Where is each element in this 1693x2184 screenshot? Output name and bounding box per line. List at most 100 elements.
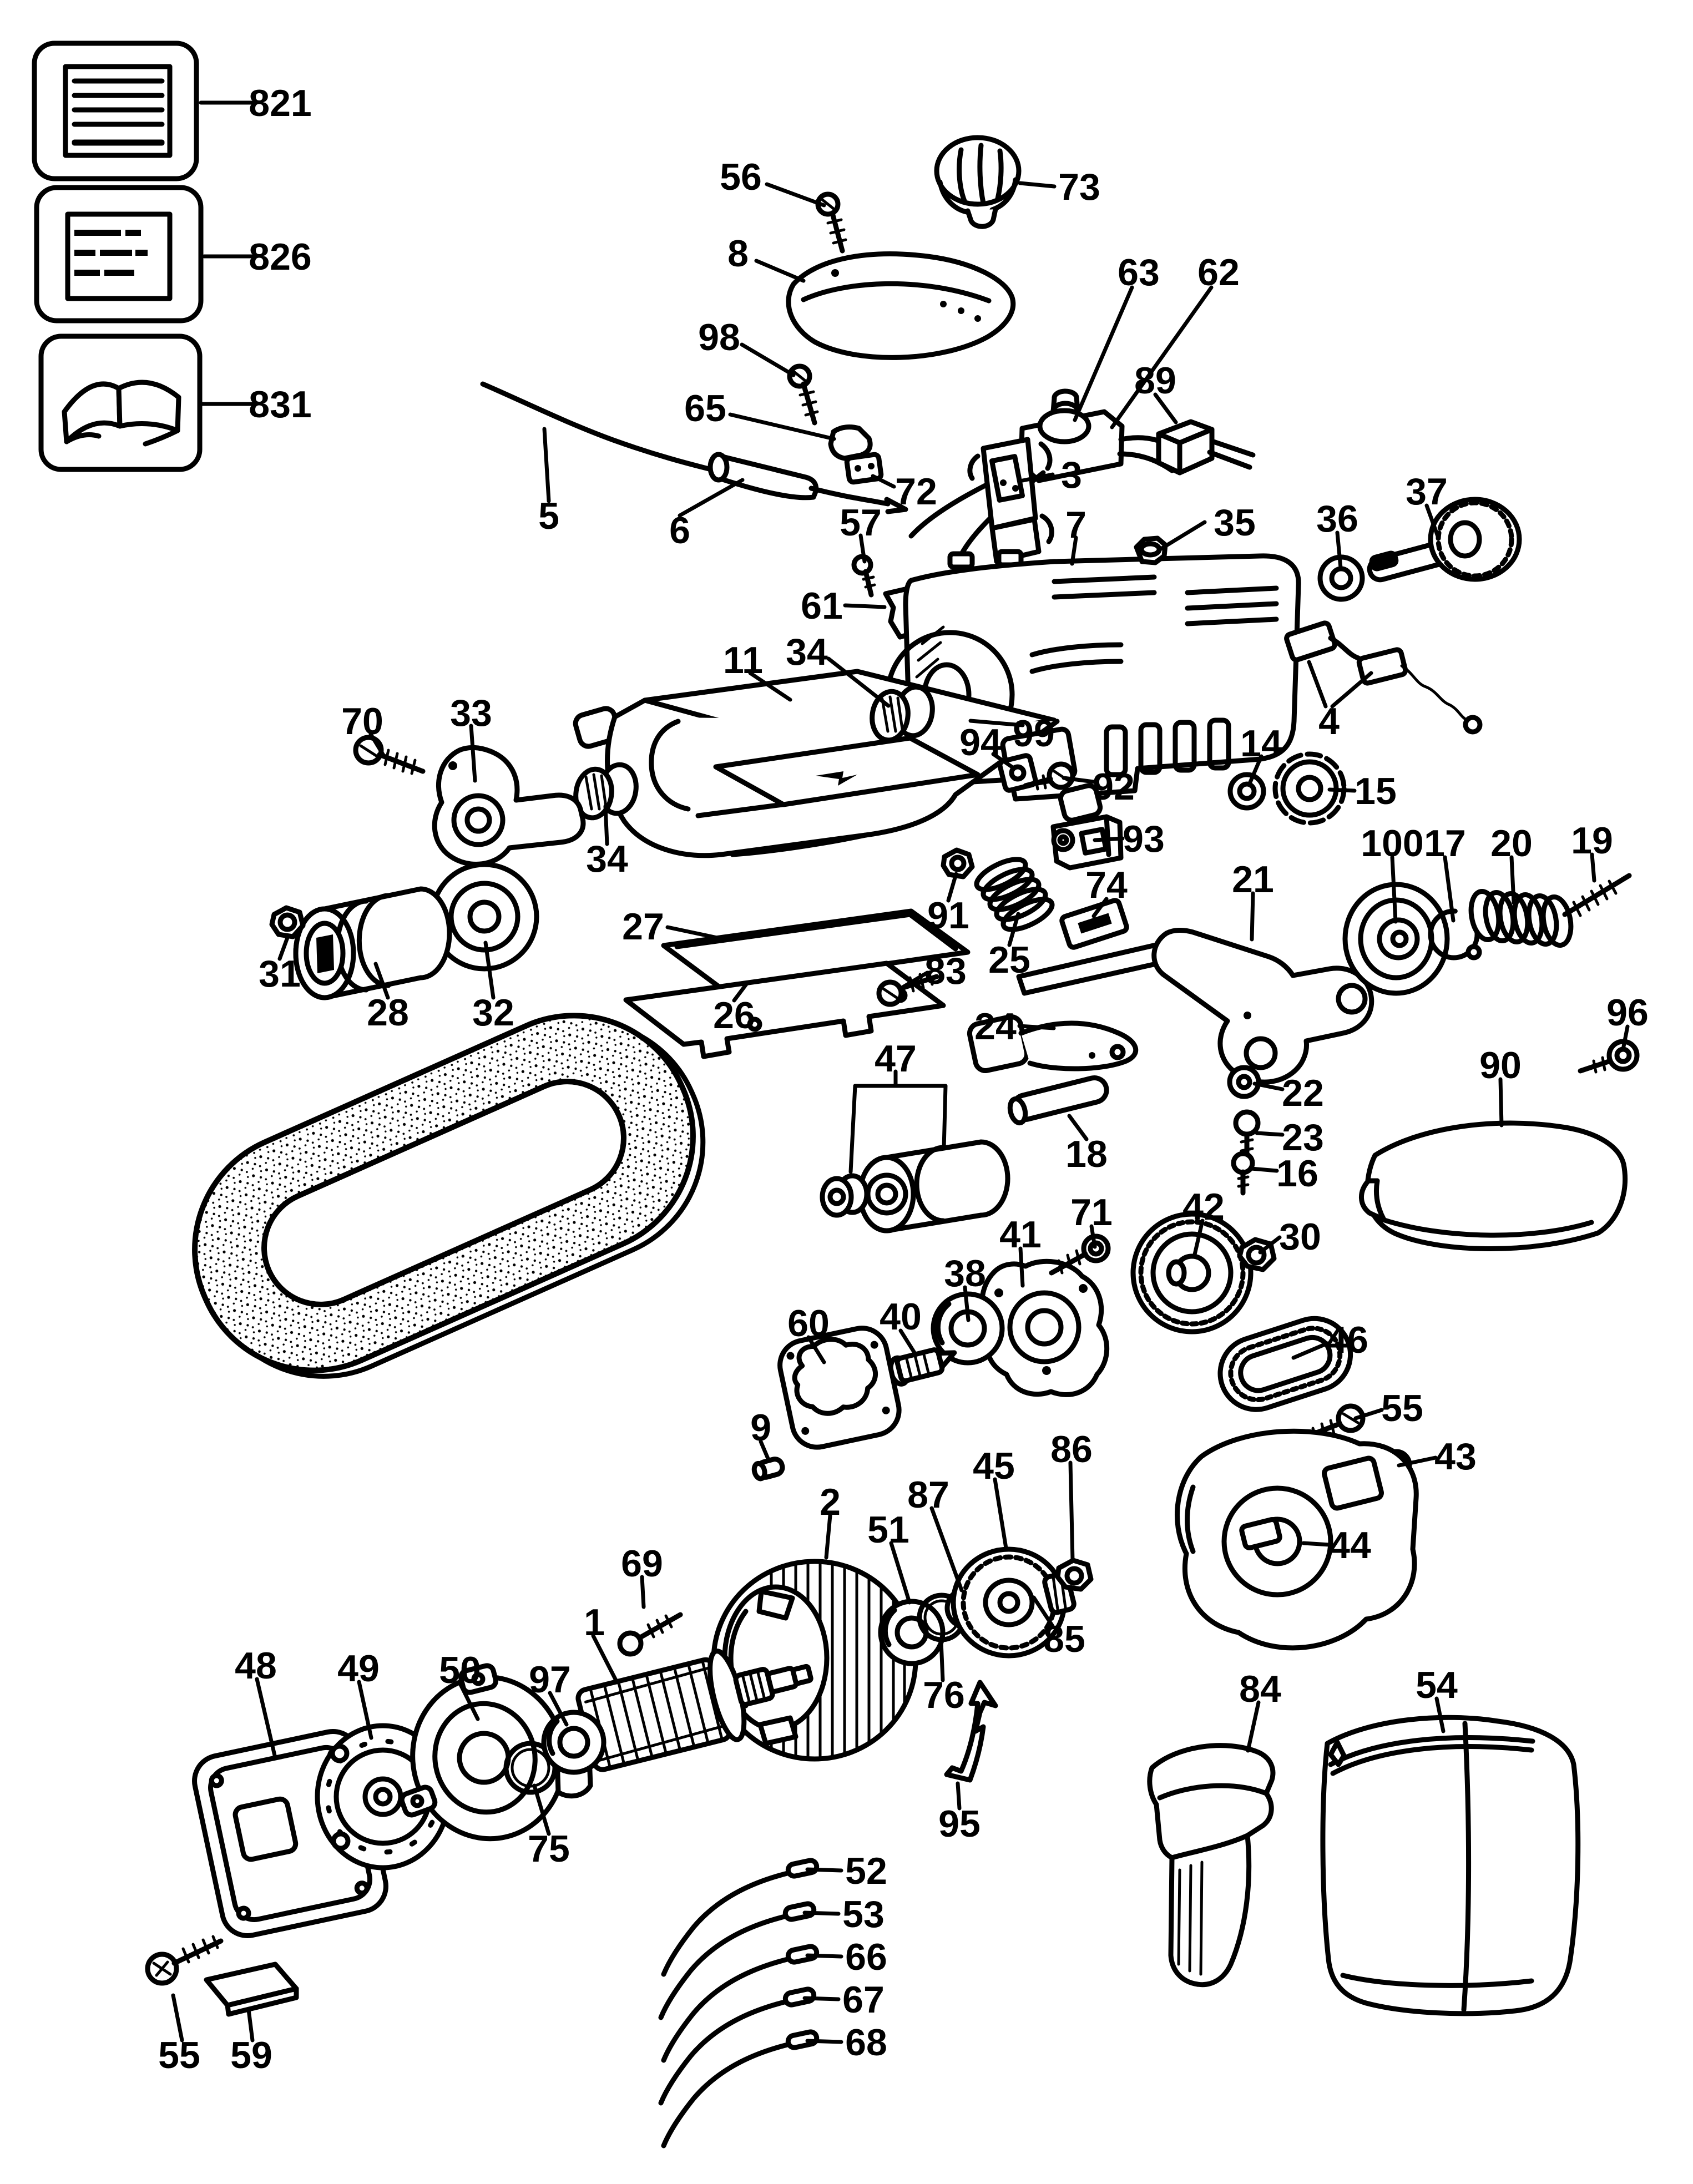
washer-14-shape [1227,772,1266,811]
bolt-71-shape [1049,1233,1111,1276]
callout-44-gear-housing: 44 [1329,1524,1371,1566]
callout-42-toothed-pulley: 42 [1182,1186,1225,1228]
instruction-manual-shape [38,333,203,472]
callout-20-spring: 20 [1490,822,1533,865]
handle-cover-shape [786,251,1016,360]
power-cord-shape [480,381,723,474]
switch-housing-shape [967,437,1054,564]
rotation-arrow-95-shape [944,1680,998,1783]
idler-pulley-100-shape [1342,882,1450,996]
nameplate-74-shape [1059,898,1129,950]
toothed-pulley-42-shape [1130,1211,1254,1334]
bevel-gear-45-shape [951,1546,1077,1659]
callout-96-bolt: 96 [1606,992,1649,1034]
leader-line-35 [1157,520,1207,552]
warning-label-shape [34,185,204,323]
leader-line-100 [1390,855,1398,924]
spring-20-shape [1468,888,1574,948]
leader-line-26 [732,980,750,1003]
connector-89-shape [1156,419,1256,476]
leader-line-95 [956,1781,962,1811]
leader-line-11 [748,671,792,702]
callout-821-nameplate-label: 821 [249,82,311,124]
leader-line-99 [968,719,1025,727]
callout-51-ball-bearing: 51 [867,1509,909,1551]
leader-line-38 [963,1285,971,1322]
leader-line-18 [1067,1114,1089,1141]
callout-65-clip: 65 [684,387,726,429]
leader-line-28 [373,962,390,1000]
callout-56-screw: 56 [720,156,762,198]
leader-line-42 [1192,1219,1205,1259]
callout-59-sponge-pad: 59 [230,2034,272,2076]
knob-73-shape [934,135,1022,229]
leader-line-54 [1434,1696,1446,1733]
callout-36-washer: 36 [1316,498,1358,540]
washer-22-shape [1227,1065,1261,1099]
leader-line-89 [1153,392,1178,424]
callout-3-switch-housing: 3 [1061,454,1082,496]
callout-70-screw: 70 [341,700,383,742]
callout-7-motor-housing: 7 [1065,504,1086,546]
sponge-pad-59-shape [204,1961,299,2017]
callout-89-connector: 89 [1134,360,1176,402]
callout-34b-bearing: 34 [586,838,628,880]
callout-90-dust-cover: 90 [1479,1044,1522,1086]
leader-line-68 [805,2039,843,2044]
callout-2-field-coil: 2 [820,1481,841,1523]
callout-95-rotation-arrow: 95 [938,1803,981,1845]
leader-line-60 [806,1335,826,1364]
leader-line-34a [826,656,891,708]
bearing-34a-shape [870,684,935,743]
nut-91-shape [941,847,975,879]
cork-plate-27-shape [661,908,971,990]
callout-37-gear-and-spindle: 37 [1406,471,1448,513]
callout-60-gasket: 60 [787,1302,830,1344]
ball-bearing-38-shape [931,1291,1005,1366]
leader-line-31 [277,934,290,961]
leader-line-25 [1007,912,1020,947]
leader-line-22 [1252,1081,1285,1091]
ball-bearing-97-shape [541,1710,607,1775]
leader-line-76 [939,1639,945,1682]
leader-line-49 [357,1680,373,1740]
leader-line-20 [1509,855,1516,905]
leader-line-74 [1091,897,1109,918]
leader-line-24 [1017,1024,1056,1030]
callout-18-pin: 18 [1065,1133,1108,1175]
callout-55a-screw: 55 [1381,1387,1423,1429]
leader-line-15 [1327,787,1357,793]
gear-spindle-37-shape [1367,497,1522,583]
bearing-34b-shape [573,762,639,821]
leader-line-96 [1621,1024,1630,1051]
bolt-96-shape [1578,1039,1640,1074]
parts-artwork [32,41,1640,2148]
callout-831-instruction-manual: 831 [249,383,311,426]
callout-45-bevel-gear: 45 [973,1445,1015,1487]
callout-30-nut: 30 [1279,1216,1321,1258]
leader-line-47 [942,1084,948,1151]
leader-line-90 [1498,1077,1504,1128]
leader-line-70 [368,732,386,757]
callout-93-cord-clamp: 93 [1123,818,1165,860]
callout-49-fan-baffle: 49 [337,1647,380,1690]
leader-line-63 [1073,285,1134,422]
lead-wires-shape [658,1858,820,2148]
callout-99-bearing-boss: 99 [1013,712,1055,755]
leader-line-91 [946,872,958,903]
dust-cover-90-shape [1359,1120,1628,1251]
leader-line-7 [1070,535,1078,566]
leader-line-44 [1301,1541,1332,1547]
screw-98-shape [787,363,819,426]
leader-line-5 [542,427,551,503]
leader-line-23 [1255,1131,1285,1137]
leader-line-73 [1018,181,1057,189]
callout-98-screw: 98 [698,316,740,358]
switch-shape [908,388,1175,558]
gasket-60-shape [777,1326,902,1450]
callout-19-adjusting-screw: 19 [1571,820,1613,862]
callout-74-nameplate: 74 [1085,864,1128,906]
leader-line-92 [1062,776,1096,784]
callout-62-switch: 62 [1197,251,1240,294]
